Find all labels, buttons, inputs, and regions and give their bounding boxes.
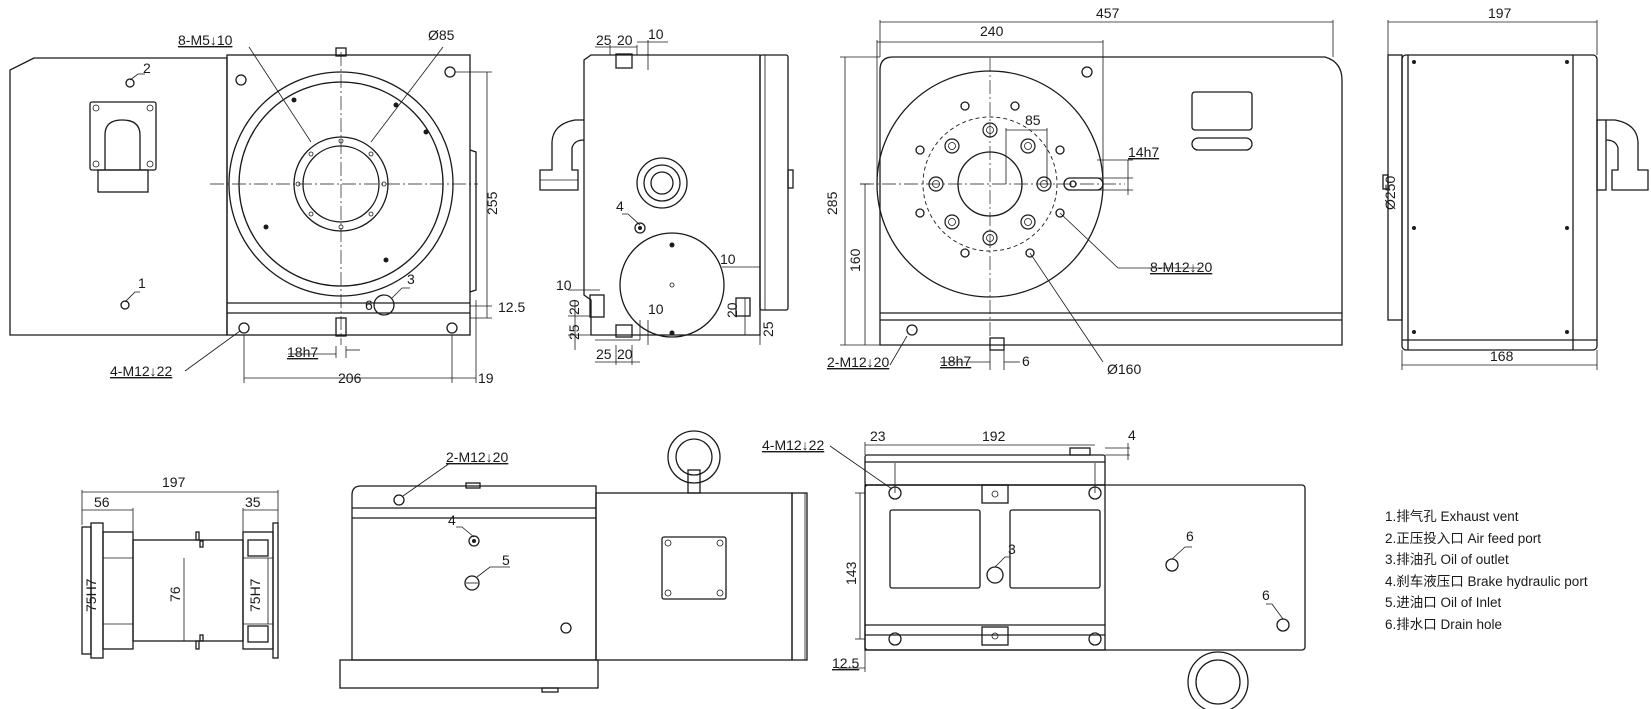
front-view: 8-M5↓10 Ø85 255 12.5 18h7 4-M12↓22 206 1…	[9, 27, 525, 386]
side-top-c-label: 10	[648, 26, 664, 42]
front-base-holes-label: 4-M12↓22	[110, 363, 172, 379]
side-left-a-label: 10	[556, 277, 572, 293]
top-view: 457 240 285 160 85 14h7 8-M12↓20 2-M12↓2…	[824, 5, 1343, 377]
callout-exhaust-front: 1	[138, 275, 146, 291]
callout-air-feed-front: 2	[143, 60, 151, 76]
right-base-depth-label: 168	[1490, 348, 1514, 364]
bottom-edge-step-label: 12.5	[832, 655, 859, 671]
bottom-hole-spacing-label: 192	[982, 428, 1006, 444]
callout-drain-bottom-2: 6	[1262, 587, 1270, 603]
front-base-step-label: 12.5	[498, 299, 525, 315]
legend-item-exhaust-vent: 1.排气孔 Exhaust vent	[1385, 509, 1519, 524]
callout-oil-outlet-front: 3	[407, 271, 415, 287]
section-bore-label: 76	[167, 586, 183, 602]
top-table-holes-label: 8-M12↓20	[1150, 259, 1212, 275]
front-edge-offset-label: 19	[478, 370, 494, 386]
side-right-b-label: 25	[760, 321, 776, 337]
legend-item-air-feed-port: 2.正压投入口 Air feed port	[1385, 530, 1542, 546]
front-key-width-label: 18h7	[287, 344, 318, 360]
front-bolt-holes-label: 8-M5↓10	[178, 32, 233, 48]
top-overall-height-label: 285	[824, 191, 840, 215]
side-right-a-label: 20	[724, 302, 740, 318]
right-table-diameter-label: Ø250	[1382, 176, 1398, 210]
section-left-offset-label: 56	[94, 494, 110, 510]
top-key-depth-label: 6	[1022, 353, 1030, 369]
legend-item-oil-outlet: 3.排油孔 Oil of outlet	[1385, 552, 1509, 567]
side-bottom-a-label: 25	[596, 346, 612, 362]
callout-oil-outlet-bottom: 3	[1008, 541, 1016, 557]
section-depth-label: 197	[162, 474, 186, 490]
callout-oil-inlet-rear: 5	[502, 552, 510, 568]
callout-brake-rear: 4	[448, 512, 456, 528]
top-table-diameter-label: Ø160	[1107, 361, 1141, 377]
front-hole-spacing-label: 206	[338, 370, 362, 386]
side-left-c-label: 25	[566, 324, 582, 340]
side-top-b-label: 20	[617, 32, 633, 48]
side-port-gap-label: 10	[720, 251, 736, 267]
side-top-a-label: 25	[596, 32, 612, 48]
section-right-offset-label: 35	[245, 494, 261, 510]
right-view: 197 Ø250 168	[1382, 5, 1649, 370]
bottom-plate-step-label: 4	[1128, 427, 1136, 443]
side-view: 25 20 10 10 10 20 25 20 25 10 25 20 4	[539, 26, 794, 365]
bottom-hole-span-label: 143	[843, 561, 859, 585]
top-overall-width-label: 457	[1096, 5, 1120, 21]
side-bottom-c-label: 10	[648, 301, 664, 317]
legend-item-oil-inlet: 5.进油口 Oil of Inlet	[1385, 595, 1502, 610]
front-height-label: 255	[484, 191, 500, 215]
bottom-view: 4-M12↓22 23 192 4 143 12.5 3 6 6	[762, 427, 1306, 709]
top-pcd-label: 85	[1025, 112, 1041, 128]
side-bottom-b-label: 20	[617, 346, 633, 362]
bottom-hole-offset-label: 23	[870, 428, 886, 444]
port-legend: 1.排气孔 Exhaust vent 2.正压投入口 Air feed port…	[1385, 506, 1588, 635]
rear-view: 2-M12↓20 4 5	[339, 430, 808, 693]
section-bore-fit-left-label: 75H7	[83, 578, 99, 612]
callout-brake-side: 4	[616, 198, 624, 214]
bottom-holes-label: 4-M12↓22	[762, 437, 824, 453]
side-left-b-label: 20	[566, 299, 582, 315]
top-key-width-label: 18h7	[940, 353, 971, 369]
callout-drain-bottom-1: 6	[1186, 528, 1194, 544]
top-base-holes-label: 2-M12↓20	[827, 354, 889, 370]
top-slot-width-label: 14h7	[1128, 144, 1159, 160]
right-depth-label: 197	[1488, 5, 1512, 21]
front-bore-diameter-label: Ø85	[428, 27, 455, 43]
top-center-height-label: 160	[847, 248, 863, 272]
top-table-width-label: 240	[980, 23, 1004, 39]
section-view: 197 56 35 75H7 76 75H7	[81, 474, 279, 659]
section-bore-fit-right-label: 75H7	[247, 578, 263, 612]
callout-drain-front: 6	[365, 297, 373, 313]
rear-holes-label: 2-M12↓20	[446, 449, 508, 465]
legend-item-brake-hydraulic-port: 4.刹车液压口 Brake hydraulic port	[1385, 573, 1588, 589]
legend-item-drain-hole: 6.排水口 Drain hole	[1385, 616, 1503, 632]
